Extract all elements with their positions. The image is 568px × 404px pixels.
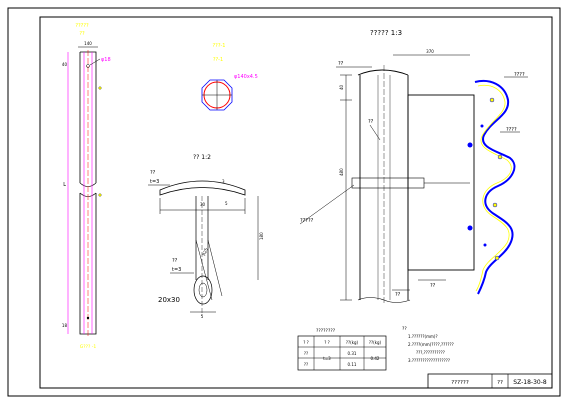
note-line-4: 3.?????????????????? bbox=[408, 358, 450, 363]
notes-title: ?? bbox=[402, 326, 407, 332]
post-label-top2: ?? bbox=[79, 31, 85, 37]
post-label-top: ????? bbox=[75, 23, 89, 29]
post-label-bottom: G??? -1 bbox=[80, 344, 97, 350]
sheet-inner-border bbox=[39, 16, 553, 389]
section-view: ???-1 ??-1 φ140x4.5 bbox=[201, 43, 258, 111]
table-cell-r2c1: ?? bbox=[304, 362, 308, 367]
elevation-label-block: ???? bbox=[506, 127, 517, 133]
elevation-label-post: ?? bbox=[368, 119, 374, 125]
section-dim: φ140x4.5 bbox=[234, 74, 258, 80]
cap-dim-r: R25 bbox=[201, 247, 209, 257]
title-block-name: ?????? bbox=[451, 380, 469, 386]
table-header-2: ? ? bbox=[324, 340, 330, 345]
cap-dim-small: 3 bbox=[222, 179, 225, 184]
table-cell-r1c4: 0.42 bbox=[371, 356, 380, 361]
cap-dim-bottom: 5 bbox=[201, 314, 204, 319]
table-title: ???????? bbox=[316, 328, 336, 334]
note-line-2: 2.????(mm)????,?????? bbox=[408, 342, 454, 347]
table-header-3: ??(kg) bbox=[346, 340, 359, 345]
cap-dim-width: 5 bbox=[225, 201, 228, 206]
elevation-label-bolt: ????? bbox=[300, 218, 314, 224]
title-block-code: SZ-18-30-8 bbox=[513, 379, 547, 386]
post-dim-bottom: 18 bbox=[62, 323, 68, 328]
table-cell-r1c1: ?? bbox=[304, 351, 308, 356]
elevation-label-beam: ???? bbox=[514, 72, 525, 78]
title-block-label: ?? bbox=[497, 380, 503, 386]
cap-label-t2b: t=3 bbox=[172, 267, 181, 273]
note-line-1: 1.??????(mm)? bbox=[408, 334, 438, 339]
post-dim-length: L bbox=[63, 182, 66, 188]
table-header-1: ? ? bbox=[303, 340, 309, 345]
elevation-title: ????? 1:3 bbox=[370, 29, 402, 37]
elevation-label-lower: ?? bbox=[430, 283, 436, 289]
post-dim-top: 140 bbox=[84, 41, 92, 46]
cap-detail-view: ?? 1:2 ?? t=3 3 5 30 R25 ?? t=3 20x30 5 … bbox=[148, 154, 264, 319]
cap-label-t1: ?? bbox=[150, 170, 156, 176]
table-header-4: ??(kg) bbox=[369, 340, 382, 345]
elevation-dim-b: 480 bbox=[339, 168, 344, 176]
title-block: ?????? ?? SZ-18-30-8 bbox=[427, 373, 553, 389]
note-line-3: ???,?????????? bbox=[416, 350, 445, 355]
cap-dim-bolt: 20x30 bbox=[158, 296, 180, 304]
post-dim-hole: φ18 bbox=[101, 57, 111, 63]
elevation-dim-top: 370 bbox=[426, 49, 434, 54]
elevation-dim-a: 40 bbox=[339, 84, 344, 90]
elevation-view: ????? 1:3 370 40 480 ?? ?? ????? ?? ?? bbox=[299, 29, 528, 305]
cap-dim-30: 30 bbox=[200, 202, 206, 207]
cap-label-t2: ?? bbox=[172, 258, 178, 264]
table-cell-r1c3: 0.31 bbox=[348, 351, 357, 356]
post-dim-small: 40 bbox=[62, 62, 68, 67]
notes-block: ?? 1.??????(mm)? 2.????(mm)????,?????? ?… bbox=[402, 326, 454, 363]
cap-label-t1b: t=3 bbox=[150, 179, 159, 185]
cap-dim-height: 180 bbox=[259, 232, 264, 240]
elevation-label-cap: ?? bbox=[338, 61, 344, 67]
cap-title: ?? 1:2 bbox=[193, 154, 211, 161]
section-label-a: ???-1 bbox=[213, 43, 226, 49]
section-label-b: ??-1 bbox=[213, 57, 223, 63]
elevation-label-base: ?? bbox=[395, 292, 401, 298]
left-post-view: ????? ?? 140 40 L 18 φ18 G??? -1 bbox=[62, 23, 111, 350]
material-table: ???????? ? ? ? ? ??(kg) ??(kg) ?? t=3 0.… bbox=[297, 328, 387, 371]
table-cell-r1c2: t=3 bbox=[323, 356, 331, 361]
sheet-outer-border bbox=[7, 7, 561, 397]
table-cell-r2c3: 0.11 bbox=[348, 362, 357, 367]
